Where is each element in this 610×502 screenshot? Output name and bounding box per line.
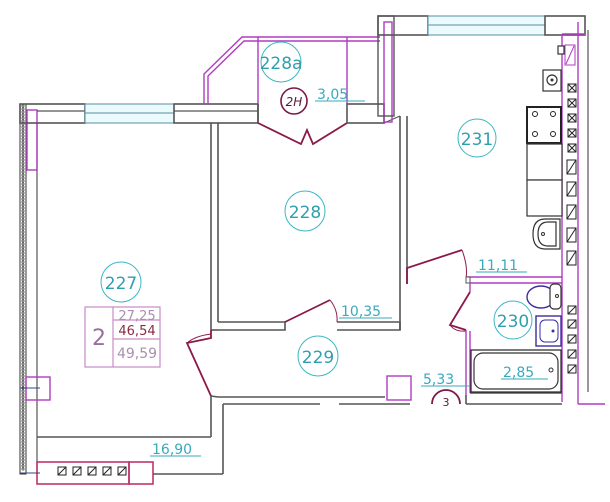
loggia-bay-wall [257, 103, 385, 146]
wall-228-231 [377, 15, 408, 330]
ventilation-shafts [566, 83, 577, 374]
bathroom-fixtures [470, 283, 562, 393]
room-label-230: 230 [493, 300, 533, 340]
wall-227-228 [210, 123, 219, 330]
loggia-tag: 2Н [280, 87, 308, 115]
svg-text:5,33: 5,33 [423, 372, 454, 388]
vent-slashed [566, 159, 577, 374]
total-with-loggia: 49,59 [117, 346, 157, 362]
door-228 [284, 299, 338, 323]
apartment-summary: 2 27,25 46,54 49,59 [84, 306, 161, 368]
area-label-228a: 3,05 [315, 87, 365, 103]
vent-crossed [567, 83, 577, 153]
svg-text:228: 228 [289, 203, 321, 223]
room-label-227: 227 [100, 261, 142, 303]
kitchen-fixtures [526, 45, 565, 250]
living-room-top-wall [19, 103, 259, 124]
wall-231-230 [406, 249, 562, 284]
svg-text:229: 229 [302, 348, 334, 368]
svg-text:227: 227 [105, 274, 137, 294]
svg-text:3,05: 3,05 [317, 87, 348, 103]
svg-text:16,90: 16,90 [152, 442, 192, 458]
svg-text:10,35: 10,35 [341, 304, 381, 320]
area-label-230: 2,85 [501, 365, 548, 381]
area-label-231: 11,11 [476, 258, 527, 274]
entry-tag-label: 3 [443, 396, 450, 409]
kitchen-top-wall [377, 15, 586, 36]
svg-text:230: 230 [497, 312, 529, 332]
room-label-229: 229 [297, 335, 339, 377]
area-label-227: 16,90 [150, 442, 201, 458]
bathtub [473, 352, 559, 390]
entry-tag: 3 [431, 389, 461, 409]
svg-text:2Н: 2Н [286, 95, 303, 109]
svg-text:231: 231 [461, 130, 493, 150]
stove [526, 106, 562, 144]
living-room-bottom-wall [20, 436, 223, 485]
area-label-228: 10,35 [339, 304, 392, 320]
shaft [386, 375, 412, 401]
counter [526, 143, 563, 181]
exterior-right-wall [561, 22, 605, 405]
bathroom-walls [448, 283, 562, 405]
corridor-walls [185, 330, 412, 474]
room-label-231: 231 [457, 118, 497, 158]
counter [526, 179, 563, 217]
svg-text:11,11: 11,11 [478, 258, 518, 274]
loggia [203, 36, 380, 104]
room-label-228: 228 [284, 190, 326, 232]
radiator-vents [57, 466, 127, 476]
svg-text:2,85: 2,85 [503, 365, 534, 381]
wall-228-229 [211, 321, 401, 331]
area-label-229: 5,33 [421, 372, 470, 388]
rooms-count: 2 [92, 326, 106, 351]
exterior-left-wall [19, 103, 51, 475]
total-area: 46,54 [118, 324, 155, 339]
living-area: 27,25 [118, 309, 155, 324]
room-label-228a: 228а [260, 41, 303, 83]
svg-text:228а: 228а [260, 54, 303, 74]
